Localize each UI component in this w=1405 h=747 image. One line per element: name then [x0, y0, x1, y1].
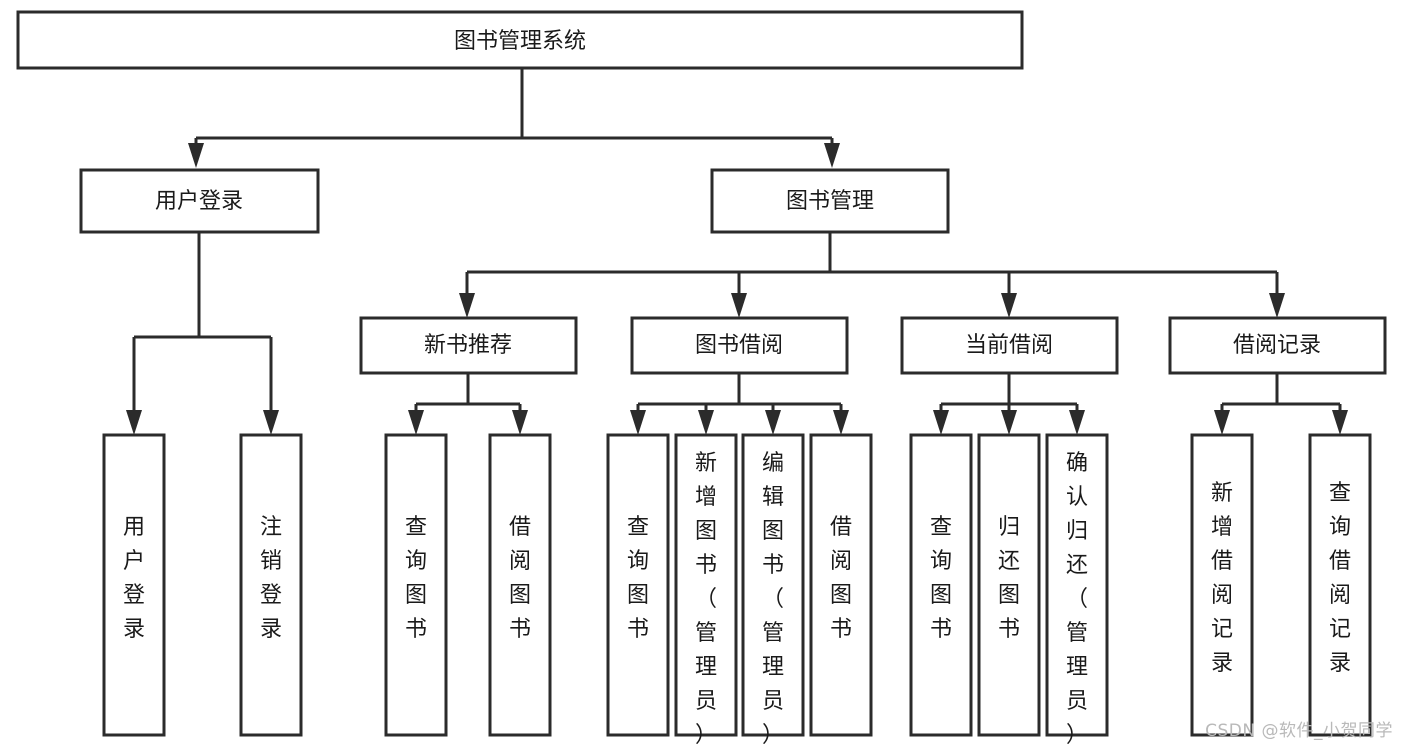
node-label: 新书推荐 [424, 333, 512, 358]
arrow-head-icon [512, 410, 528, 435]
node-label: 用户登录 [155, 189, 243, 214]
node-book-management[interactable]: 图书管理 [710, 168, 950, 234]
node-leaf-borrow-book-borrow[interactable]: 借阅图书 [809, 433, 873, 737]
arrow-head-icon [188, 143, 204, 168]
node-leaf-query-book-borrow[interactable]: 查询图书 [606, 433, 670, 737]
node-leaf-confirm-return-admin[interactable]: 确认归还（管理员） [1045, 433, 1109, 747]
connector-currentborrow-to-leaves [933, 373, 1085, 435]
connector-borrowrecord-to-leaves [1214, 373, 1348, 435]
connector-userlogin-to-leaves [126, 232, 279, 435]
node-label: 查询图书 [930, 515, 952, 642]
node-label: 用户登录 [123, 515, 145, 642]
node-book-borrow[interactable]: 图书借阅 [630, 316, 849, 375]
node-new-book-recommendation[interactable]: 新书推荐 [359, 316, 578, 375]
node-leaf-add-borrow-record[interactable]: 新增借阅记录 [1190, 433, 1254, 737]
arrow-head-icon [933, 410, 949, 435]
node-label: 图书借阅 [695, 333, 783, 358]
node-leaf-logout[interactable]: 注销登录 [239, 433, 303, 737]
arrow-head-icon [731, 293, 747, 318]
node-leaf-add-book-admin[interactable]: 新增图书（管理员） [674, 433, 738, 747]
arrow-head-icon [1332, 410, 1348, 435]
node-leaf-edit-book-admin[interactable]: 编辑图书（管理员） [741, 433, 805, 747]
connector-bookmgmt-to-level3 [459, 232, 1285, 318]
node-label: 查询图书 [405, 515, 427, 642]
node-label: 新增图书（管理员） [695, 451, 717, 747]
connector-newbook-to-leaves [408, 373, 528, 435]
node-leaf-user-login[interactable]: 用户登录 [102, 433, 166, 737]
arrow-head-icon [630, 410, 646, 435]
node-label: 借阅图书 [509, 515, 531, 642]
node-label: 图书管理系统 [454, 29, 586, 54]
node-leaf-borrow-book-newbook[interactable]: 借阅图书 [488, 433, 552, 737]
node-current-borrow[interactable]: 当前借阅 [900, 316, 1119, 375]
arrow-head-icon [459, 293, 475, 318]
node-label: 确认归还（管理员） [1066, 451, 1088, 747]
node-label: 借阅图书 [830, 515, 852, 642]
node-leaf-return-book[interactable]: 归还图书 [977, 433, 1041, 737]
arrow-head-icon [1214, 410, 1230, 435]
arrow-head-icon [765, 410, 781, 435]
arrow-head-icon [1001, 293, 1017, 318]
node-label: 借阅记录 [1233, 333, 1321, 358]
node-label: 注销登录 [260, 515, 282, 642]
node-leaf-query-book-current[interactable]: 查询图书 [909, 433, 973, 737]
node-root-book-management-system[interactable]: 图书管理系统 [16, 10, 1024, 70]
node-user-login[interactable]: 用户登录 [79, 168, 320, 234]
node-label: 归还图书 [998, 515, 1020, 642]
node-leaf-query-book-newbook[interactable]: 查询图书 [384, 433, 448, 737]
node-label: 图书管理 [786, 189, 874, 214]
arrow-head-icon [263, 410, 279, 435]
arrow-head-icon [833, 410, 849, 435]
arrow-head-icon [126, 410, 142, 435]
arrow-head-icon [698, 410, 714, 435]
connector-root-to-level2 [188, 68, 840, 168]
node-label: 查询借阅记录 [1329, 481, 1351, 676]
node-label: 新增借阅记录 [1211, 481, 1233, 676]
arrow-head-icon [1269, 293, 1285, 318]
node-leaf-query-borrow-record[interactable]: 查询借阅记录 [1308, 433, 1372, 737]
arrow-head-icon [1001, 410, 1017, 435]
arrow-head-icon [408, 410, 424, 435]
arrow-head-icon [824, 143, 840, 168]
node-borrow-record[interactable]: 借阅记录 [1168, 316, 1387, 375]
arrow-head-icon [1069, 410, 1085, 435]
node-label: 当前借阅 [965, 333, 1053, 358]
node-label: 查询图书 [627, 515, 649, 642]
node-label: 编辑图书（管理员） [762, 451, 784, 747]
connector-borrowbook-to-leaves [630, 373, 849, 435]
